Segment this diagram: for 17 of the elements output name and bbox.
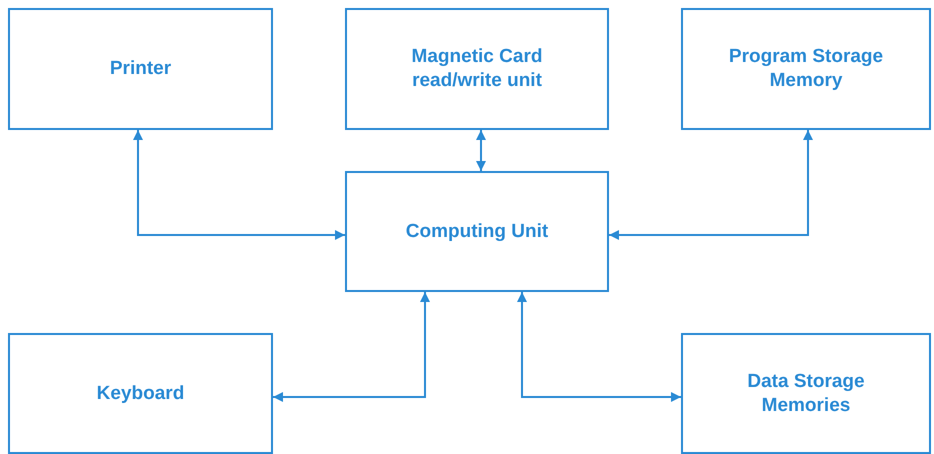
- box-label: Keyboard: [96, 382, 184, 406]
- arrow: [517, 292, 681, 402]
- arrow: [273, 292, 430, 402]
- process-box: [681, 333, 931, 454]
- arrow: [133, 130, 345, 240]
- process-box: [345, 171, 609, 292]
- process-box: [8, 333, 273, 454]
- arrow: [609, 130, 813, 240]
- box-label: Magnetic Card read/write unit: [410, 45, 544, 93]
- box-label: Data Storage Memories: [746, 370, 866, 418]
- process-box: [681, 8, 931, 130]
- arrow: [476, 130, 486, 171]
- box-label: Program Storage Memory: [728, 45, 884, 93]
- process-box: [8, 8, 273, 130]
- box-label: Computing Unit: [406, 220, 548, 244]
- box-label: Printer: [110, 57, 172, 81]
- process-box: [345, 8, 609, 130]
